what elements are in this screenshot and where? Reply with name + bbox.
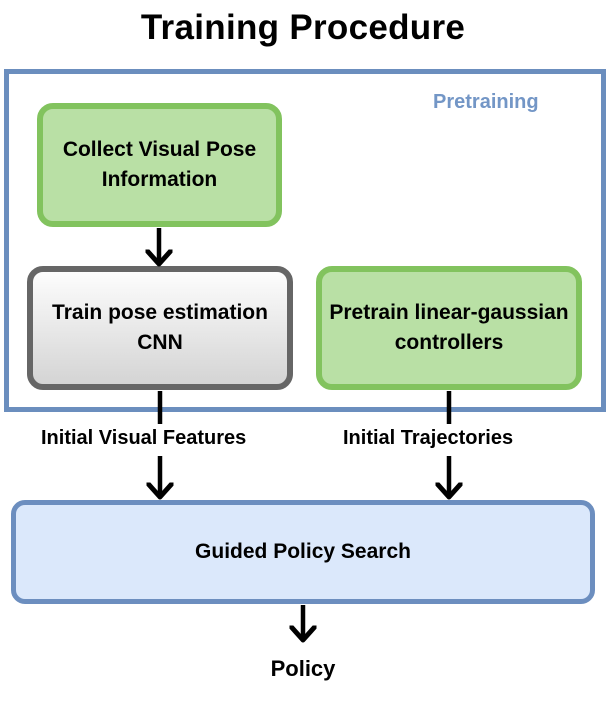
initial-visual-features-label: Initial Visual Features xyxy=(41,427,247,449)
pretraining-frame xyxy=(4,69,606,412)
initial-trajectories-label: Initial Trajectories xyxy=(343,427,514,449)
guided-policy-search-label: Guided Policy Search xyxy=(195,540,411,563)
pretraining-label: Pretraining xyxy=(433,91,539,113)
collect-visual-pose-node: Collect Visual Pose Information xyxy=(37,103,282,227)
pretrain-controllers-label: Pretrain linear-gaussian controllers xyxy=(329,301,569,354)
policy-output-label: Policy xyxy=(270,656,336,681)
guided-policy-search-node: Guided Policy Search xyxy=(11,500,595,604)
train-pose-cnn-label: Train pose estimation CNN xyxy=(52,301,268,354)
collect-visual-pose-label: Collect Visual Pose Information xyxy=(62,138,257,191)
train-pose-cnn-node: Train pose estimation CNN xyxy=(27,266,293,390)
pretrain-controllers-node: Pretrain linear-gaussian controllers xyxy=(316,266,582,390)
diagram-title: Training Procedure xyxy=(140,8,466,47)
